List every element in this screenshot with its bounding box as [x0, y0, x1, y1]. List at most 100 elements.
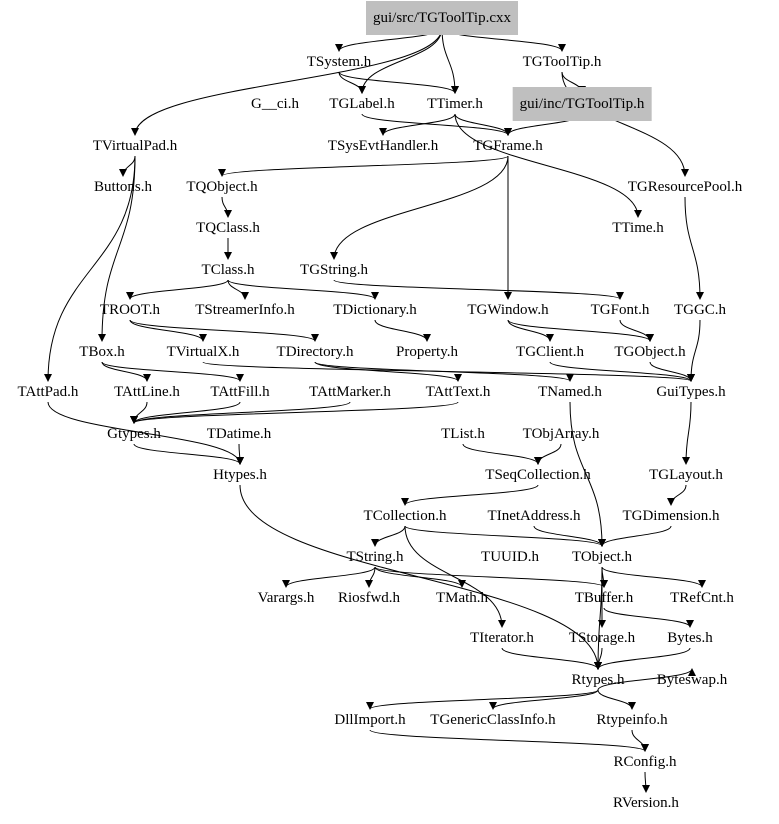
graph-node[interactable]: TGDimension.h — [622, 508, 720, 524]
graph-node[interactable]: TAttFill.h — [210, 384, 270, 400]
graph-node[interactable]: GuiTypes.h — [656, 384, 726, 400]
graph-node[interactable]: Gtypes.h — [107, 426, 161, 442]
graph-node[interactable]: TTimer.h — [427, 96, 483, 112]
dependency-edge — [227, 279, 249, 300]
dependency-edge — [594, 647, 691, 670]
graph-node[interactable]: RConfig.h — [613, 754, 677, 770]
graph-node[interactable]: Rtypeinfo.h — [596, 712, 668, 728]
graph-node[interactable]: TDictionary.h — [333, 302, 417, 318]
graph-node[interactable]: TString.h — [346, 549, 404, 565]
dependency-edge — [119, 155, 136, 177]
dependency-edge — [314, 361, 462, 382]
graph-node[interactable]: TAttPad.h — [17, 384, 79, 400]
graph-node[interactable]: gui/inc/TGToolTip.h — [512, 87, 652, 121]
dependency-edge — [404, 525, 606, 547]
dependency-edge — [131, 27, 443, 136]
graph-node[interactable]: TBuffer.h — [574, 590, 634, 606]
dependency-edge — [366, 689, 599, 710]
graph-node[interactable]: TGenericClassInfo.h — [430, 712, 556, 728]
graph-node[interactable]: TGLabel.h — [329, 96, 395, 112]
graph-node[interactable]: TObject.h — [571, 549, 633, 565]
graph-node[interactable]: Bytes.h — [667, 630, 713, 646]
graph-node[interactable]: Byteswap.h — [656, 672, 728, 688]
graph-node[interactable]: RVersion.h — [613, 795, 679, 811]
dependency-edge — [130, 401, 351, 424]
dependency-edge — [601, 566, 706, 588]
graph-node[interactable]: Varargs.h — [257, 590, 315, 606]
graph-node[interactable]: TRefCnt.h — [670, 590, 734, 606]
graph-node[interactable]: TClass.h — [201, 262, 255, 278]
graph-node[interactable]: TVirtualX.h — [166, 344, 240, 360]
dependency-edge — [369, 729, 649, 752]
dependency-edge — [338, 71, 366, 94]
graph-node[interactable]: TAttText.h — [425, 384, 491, 400]
dependency-edge — [221, 196, 232, 218]
dependency-edge — [129, 319, 207, 342]
dependency-edge — [649, 361, 695, 382]
graph-node[interactable]: TStorage.h — [568, 630, 636, 646]
dependency-edge — [501, 647, 602, 670]
dependency-edge — [358, 27, 443, 94]
dependency-edge — [641, 771, 650, 793]
graph-node[interactable]: TGGC.h — [673, 302, 727, 318]
graph-node[interactable]: TGFrame.h — [473, 138, 543, 154]
graph-node[interactable]: TROOT.h — [99, 302, 161, 318]
graph-node[interactable]: TUUID.h — [481, 549, 539, 565]
graph-node[interactable]: TCollection.h — [363, 508, 447, 524]
graph-node[interactable]: TGFont.h — [590, 302, 650, 318]
graph-node[interactable]: TDatime.h — [206, 426, 272, 442]
graph-node[interactable]: TGString.h — [300, 262, 368, 278]
dependency-edge — [47, 401, 244, 465]
dependency-edge — [333, 279, 624, 300]
graph-node[interactable]: TGResourcePool.h — [627, 179, 743, 195]
graph-node[interactable]: TQClass.h — [196, 220, 260, 236]
dependency-edge — [374, 566, 608, 588]
graph-node[interactable]: TGLayout.h — [649, 467, 723, 483]
graph-node[interactable]: TGWindow.h — [467, 302, 549, 318]
dependency-edge — [687, 319, 701, 382]
dependency-edge — [507, 319, 654, 342]
dependency-edge — [239, 484, 602, 670]
dependency-edge — [441, 27, 459, 94]
graph-node[interactable]: TAttMarker.h — [309, 384, 391, 400]
dependency-edge — [126, 279, 229, 300]
graph-node[interactable]: TInetAddress.h — [487, 508, 581, 524]
graph-node[interactable]: TSysEvtHandler.h — [327, 138, 439, 154]
graph-node[interactable]: DllImport.h — [334, 712, 406, 728]
dependency-edge — [371, 525, 406, 547]
dependency-edge — [549, 361, 695, 382]
graph-node[interactable]: Property.h — [396, 344, 458, 360]
dependency-edge — [569, 401, 606, 547]
graph-node[interactable]: TVirtualPad.h — [92, 138, 178, 154]
graph-node[interactable]: Riosfwd.h — [337, 590, 401, 606]
graph-node[interactable]: TMath.h — [435, 590, 489, 606]
graph-node[interactable]: TSeqCollection.h — [485, 467, 591, 483]
graph-node[interactable]: TGClient.h — [516, 344, 584, 360]
dependency-edge — [361, 113, 512, 136]
graph-node[interactable]: TGToolTip.h — [522, 54, 602, 70]
graph-node[interactable]: TList.h — [441, 426, 485, 442]
graph-node[interactable]: TSystem.h — [306, 54, 372, 70]
dependency-edge — [667, 484, 687, 506]
graph-node[interactable]: TIterator.h — [470, 630, 534, 646]
graph-node[interactable]: TDirectory.h — [276, 344, 354, 360]
graph-node[interactable]: Buttons.h — [94, 179, 152, 195]
graph-node[interactable]: G__ci.h — [251, 96, 299, 112]
graph-node[interactable]: gui/src/TGToolTip.cxx — [366, 1, 518, 35]
graph-node[interactable]: TStreamerInfo.h — [195, 302, 295, 318]
graph-node[interactable]: TTime.h — [612, 220, 664, 236]
dependency-edge — [227, 279, 379, 300]
graph-node[interactable]: TQObject.h — [186, 179, 258, 195]
dependency-edge — [129, 319, 319, 342]
dependency-edge — [533, 525, 606, 547]
graph-node[interactable]: TBox.h — [79, 344, 125, 360]
graph-node[interactable]: Rtypes.h — [571, 672, 625, 688]
graph-node[interactable]: TGObject.h — [614, 344, 686, 360]
dependency-edge — [282, 566, 376, 588]
graph-node[interactable]: TAttLine.h — [114, 384, 180, 400]
graph-node[interactable]: TNamed.h — [538, 384, 602, 400]
graph-node[interactable]: TObjArray.h — [522, 426, 600, 442]
graph-node[interactable]: Htypes.h — [213, 467, 267, 483]
